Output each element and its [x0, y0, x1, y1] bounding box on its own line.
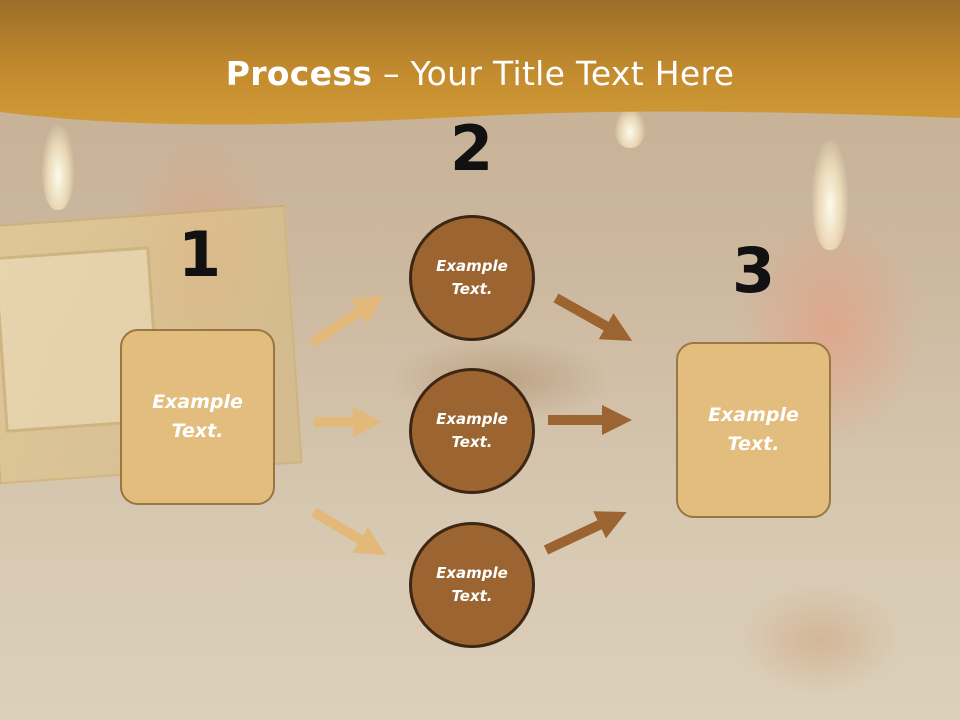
step-1-box[interactable]: Example Text.: [120, 329, 275, 505]
circle-bottom-label: Example Text.: [436, 564, 508, 605]
step-3-label: Example Text.: [708, 404, 799, 455]
circle-middle[interactable]: Example Text.: [409, 368, 535, 494]
candle-flame: [615, 108, 645, 148]
arrow-circle-top-to-3: [553, 293, 633, 341]
step-1-label: Example Text.: [152, 391, 243, 442]
step-number-3: 3: [732, 234, 776, 307]
circle-top-label: Example Text.: [436, 257, 508, 298]
header-band: [0, 0, 960, 125]
step-3-box[interactable]: Example Text.: [676, 342, 831, 518]
slide-title: Process – Your Title Text Here: [0, 54, 960, 93]
title-bold: Process: [225, 54, 373, 93]
circle-top[interactable]: Example Text.: [409, 215, 535, 341]
circle-bottom[interactable]: Example Text.: [409, 522, 535, 648]
candle-flame: [42, 125, 74, 210]
circle-middle-label: Example Text.: [436, 410, 508, 451]
arrow-circle-bottom-to-3: [543, 511, 627, 555]
step-number-2: 2: [450, 112, 494, 185]
step-number-1: 1: [178, 218, 222, 291]
candle-flame: [812, 140, 848, 250]
arrow-1-to-circle-bottom: [311, 507, 387, 556]
arrow-1-to-circle-top: [309, 295, 384, 348]
title-rest: – Your Title Text Here: [372, 54, 735, 93]
